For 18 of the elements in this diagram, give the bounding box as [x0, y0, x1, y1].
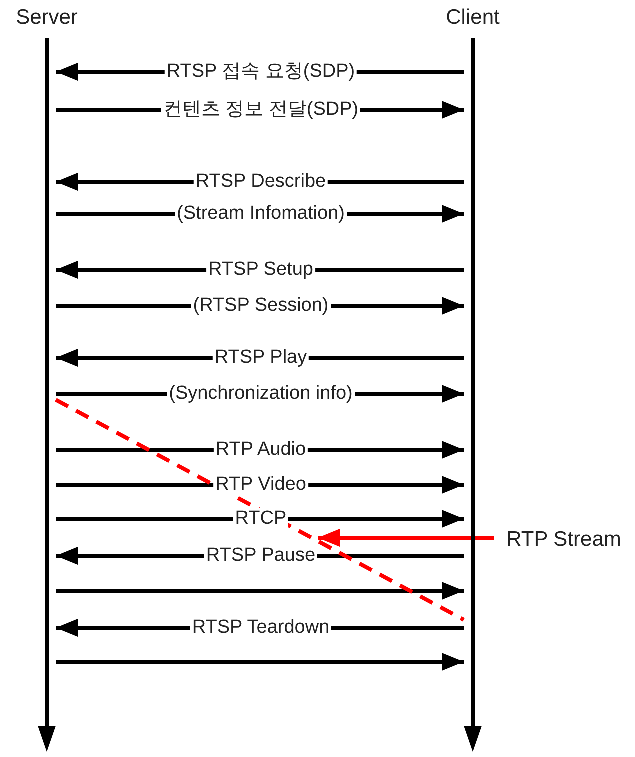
edge-label: RTSP Setup: [206, 259, 316, 281]
lifeline-title: Server: [15, 5, 79, 31]
lifeline-arrow: [38, 38, 56, 752]
arrow: [318, 529, 494, 547]
edge-label: RTCP: [233, 508, 289, 530]
edge-label: (RTSP Session): [191, 295, 331, 317]
lifeline-title: RTP Stream: [506, 527, 622, 553]
arrow: [56, 582, 464, 600]
edge-label: (Stream Infomation): [175, 203, 347, 225]
edge-label: RTSP 접속 요청(SDP): [164, 61, 358, 83]
edge-label: (Synchronization info): [167, 383, 355, 405]
edge-label: RTP Video: [214, 474, 308, 496]
arrow: [56, 653, 464, 671]
edge-label: RTSP Play: [212, 347, 310, 369]
dashed-line: [55, 398, 465, 622]
edge-label: 컨텐츠 정보 전달(SDP): [161, 99, 361, 121]
lifeline-title: Client: [445, 5, 501, 31]
lifeline-arrow: [464, 38, 482, 752]
